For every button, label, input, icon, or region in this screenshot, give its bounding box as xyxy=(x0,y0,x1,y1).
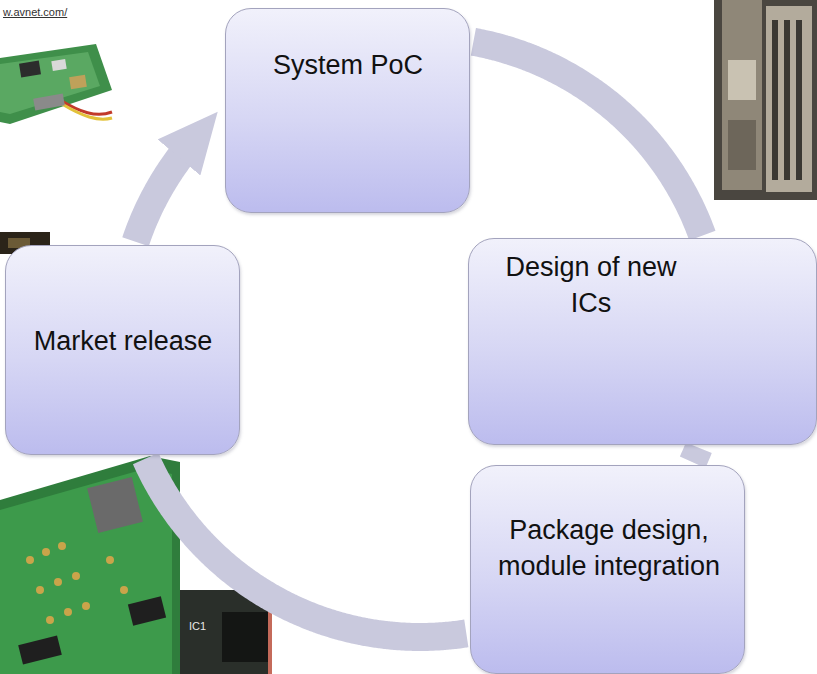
url-text: w.avnet.com/ xyxy=(3,6,67,18)
box-label: Package design, module integration xyxy=(484,512,734,585)
box-label: System PoC xyxy=(273,47,423,83)
box-label: Design of new ICs xyxy=(501,249,681,322)
process-box: Design of new ICs xyxy=(468,238,817,445)
box-label: Market release xyxy=(34,323,213,359)
part-label: IC1 xyxy=(189,620,206,632)
process-box: System PoC xyxy=(225,8,470,213)
cycle-arrow xyxy=(146,458,467,637)
cycle-arrow xyxy=(473,42,702,236)
chassis-photo xyxy=(714,0,817,200)
process-box: Package design, module integration xyxy=(470,465,745,674)
cycle-arrow xyxy=(135,142,191,242)
process-box: Market release xyxy=(5,245,240,455)
cycle-arrow xyxy=(693,448,699,462)
pcb-photo xyxy=(0,40,112,128)
